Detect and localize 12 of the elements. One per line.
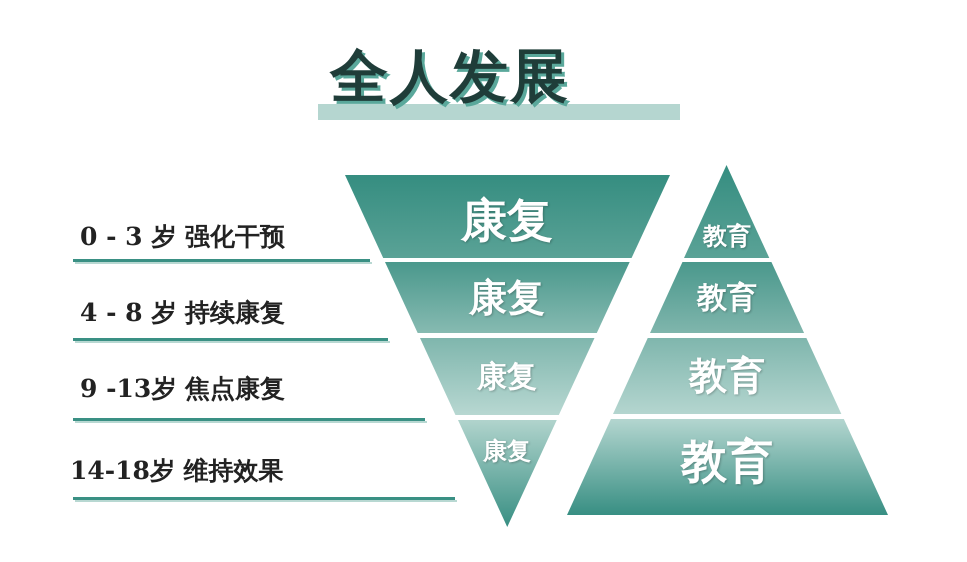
band-label: 康复 — [476, 358, 537, 396]
band-label: 康复 — [461, 192, 553, 249]
age-stage-label: 14-18岁 维持效果 — [70, 455, 284, 487]
band-label: 教育 — [688, 352, 765, 400]
band-label: 康复 — [468, 274, 545, 322]
band-label: 教育 — [702, 220, 751, 252]
band-label: 教育 — [696, 280, 757, 318]
band-label: 康复 — [482, 435, 531, 467]
age-stage-label: 9 -13岁 焦点康复 — [80, 373, 285, 405]
band-label: 教育 — [681, 433, 773, 490]
age-stage-label: 0 - 3 岁 强化干预 — [80, 221, 285, 253]
age-stage-label: 4 - 8 岁 持续康复 — [80, 297, 285, 329]
